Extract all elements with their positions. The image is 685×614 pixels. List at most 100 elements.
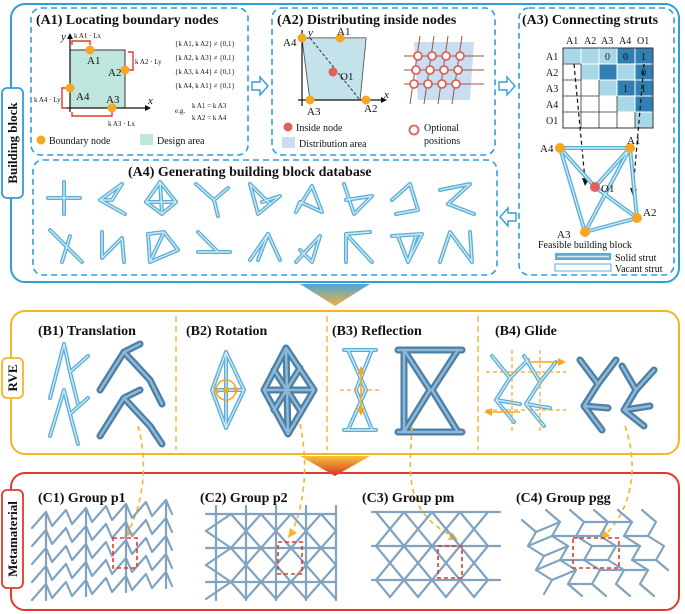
a2-node-label-a4: A4: [283, 37, 297, 49]
design-area: [69, 49, 126, 109]
optional-positions-grid: [404, 35, 484, 105]
panel-c1-title: (C1) Group p1: [38, 491, 126, 506]
side-tab-building-block: Building block: [1, 87, 24, 199]
a3-node-label-a4: A4: [540, 143, 554, 155]
a3-node-label-a2: A2: [643, 207, 656, 219]
boundary-node-a2: [120, 65, 130, 75]
block-16: [344, 230, 374, 264]
block-2: [98, 182, 127, 216]
block-5: [248, 182, 282, 216]
block-12: [146, 230, 180, 264]
a2-node-label-a2: A2: [364, 103, 377, 115]
arrow-down-rve-to-metamaterial: [300, 456, 370, 476]
b1-unit: [48, 342, 90, 446]
arrow-down-building-to-rve: [300, 284, 370, 306]
panel-a3: (A3) Connecting struts: [518, 7, 675, 276]
block-15: [294, 234, 322, 264]
c4-lattice: [520, 508, 670, 598]
side-tab-rve: RVE: [1, 357, 24, 399]
legend-distribution-area-icon: [282, 137, 295, 148]
feasible-building-block: [555, 143, 642, 237]
arrow-b3-to-c3: [409, 425, 453, 537]
block-3: [144, 180, 178, 216]
arrow-b1-to-c1: [127, 425, 145, 533]
boundary-node-a3: [107, 103, 117, 113]
panel-b4: (B4) Glide: [484, 324, 658, 434]
panel-c3: (C3) Group pm: [362, 491, 502, 599]
b2-3d-rve: [260, 344, 318, 438]
a1-constraint-4: {k A4, k A1} ≠ {0,1}: [175, 82, 235, 90]
block-11: [100, 230, 126, 264]
matrix-cell-a2-a4: 1: [623, 84, 628, 95]
matrix-cell-a1-a4: 0: [623, 52, 628, 63]
block-10: [48, 228, 84, 264]
matrix-cell-a3-o1: 1: [641, 84, 646, 95]
legend-optional-label-2: positions: [424, 136, 460, 147]
block-4: [194, 182, 230, 218]
legend-boundary-node-icon: [36, 135, 46, 145]
matrix-col-a1: A1: [566, 36, 578, 47]
a1-constraint-2: {k A2, k A3} ≠ {0,1}: [175, 54, 235, 62]
legend-optional-label-1: Optional: [424, 123, 459, 134]
a3-caption: Feasible building block: [538, 240, 632, 251]
arrow-b2-to-c2: [291, 423, 306, 533]
legend-inside-node-label: Inside node: [296, 123, 343, 134]
panel-a1: (A1) Locating boundary nodes y x k A1 · …: [30, 7, 249, 156]
legend-vacant-strut-label: Vacant strut: [615, 264, 663, 275]
a1-node-label-a2: A2: [108, 67, 121, 79]
block-13: [196, 230, 232, 254]
a3-node-label-a1: A1: [627, 135, 640, 147]
legend-design-area-icon: [140, 134, 153, 145]
panel-c4-title: (C4) Group pgg: [516, 491, 611, 506]
b1-3d-rve: [96, 340, 166, 448]
a3-node-label-a3: A3: [557, 229, 571, 241]
panel-b1: (B1) Translation: [38, 324, 166, 448]
c4-unit-cell-marker: [572, 537, 620, 569]
panel-b2-title: (B2) Rotation: [186, 324, 267, 339]
matrix-col-a2: A2: [584, 36, 596, 47]
side-label-metamaterial: Metamaterial: [5, 501, 20, 577]
panel-b1-title: (B1) Translation: [38, 324, 136, 339]
block-6: [294, 184, 324, 214]
block-14: [248, 232, 282, 262]
legend-optional-positions-icon: [408, 124, 420, 136]
c3-lattice: [370, 510, 502, 599]
a1-node-label-a4: A4: [76, 91, 90, 103]
side-label-building-block: Building block: [5, 102, 20, 184]
panel-c2: (C2) Group p2: [200, 491, 338, 602]
arrow-a1-to-a2: [251, 75, 269, 97]
building-block-database: [46, 180, 476, 264]
a2-node-label-o1: O1: [340, 71, 353, 83]
a2-axis-y: y: [307, 27, 313, 39]
legend-solid-strut-label: Solid strut: [615, 253, 657, 264]
panel-a4: (A4) Generating building block database: [32, 159, 498, 276]
a1-length-label-2: k A2 · Ly: [135, 58, 162, 66]
matrix-cell-a1-o1: 1: [641, 52, 646, 63]
block-1: [46, 180, 82, 216]
panel-b2: (B2) Rotation: [186, 324, 318, 438]
connectivity-matrix: A1 A2 A3 A4 O1 A1 A2 A3 A4 O1 0 0 1 1 0 …: [546, 36, 654, 129]
a1-length-label-1: k A1 · Lx: [74, 32, 102, 40]
a2-axis-x: x: [383, 89, 389, 101]
panel-b4-title: (B4) Glide: [495, 324, 557, 339]
a1-example-1: k A1 = k A3: [192, 102, 227, 110]
matrix-row-a2: A2: [546, 68, 558, 79]
a1-example-prefix: e.g.: [175, 107, 185, 115]
b3-3d-rve: [394, 346, 466, 436]
matrix-col-o1: O1: [637, 36, 649, 47]
c2-lattice: [204, 504, 338, 602]
a2-node-label-a1: A1: [337, 26, 350, 38]
panel-c1: (C1) Group p1: [30, 491, 174, 602]
panel-c3-title: (C3) Group pm: [362, 491, 455, 506]
legend-boundary-node-label: Boundary node: [49, 136, 111, 147]
arrow-a2-to-a3: [498, 75, 516, 97]
side-label-rve: RVE: [5, 365, 20, 392]
legend-vacant-strut-icon: [554, 263, 612, 272]
boundary-node-a1: [85, 45, 95, 55]
a2-node-label-a3: A3: [307, 106, 321, 118]
block-8: [390, 182, 420, 216]
legend-design-area-label: Design area: [157, 136, 205, 147]
block-7: [342, 182, 374, 216]
matrix-row-o1: O1: [546, 116, 558, 127]
matrix-row-a1: A1: [546, 52, 558, 63]
